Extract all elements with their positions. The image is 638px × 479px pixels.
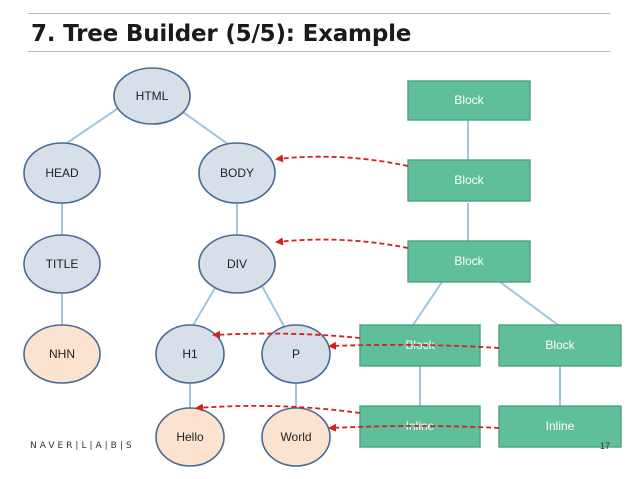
- dom-label-hello: Hello: [176, 430, 204, 444]
- render-block-p: [498, 324, 622, 367]
- dom-label-html: HTML: [136, 89, 169, 103]
- render-block-div: [407, 240, 531, 283]
- naver-labs-logo: NAVER|L|A|B|S: [30, 441, 135, 451]
- dom-node-p: [261, 324, 331, 384]
- dom-label-h1: H1: [182, 347, 198, 361]
- render-block-root: [407, 80, 531, 121]
- top-rule: [28, 13, 610, 14]
- render-label-div: Block: [454, 254, 484, 268]
- edge-div-p: [261, 285, 286, 329]
- edge-div-h1: [191, 287, 216, 328]
- dom-label-div: DIV: [227, 257, 247, 271]
- arrow-inline-to-world: [328, 423, 500, 432]
- dom-label-title: TITLE: [46, 257, 79, 271]
- render-edges: [412, 120, 561, 406]
- dom-node-h1: [155, 324, 225, 384]
- dom-label-world: World: [280, 430, 311, 444]
- render-inline-world: [498, 405, 622, 448]
- render-label-body: Block: [454, 173, 484, 187]
- render-label-p: Block: [545, 338, 575, 352]
- render-label-world: Inline: [546, 419, 575, 433]
- dom-node-hello: [155, 407, 225, 467]
- arrow-block-to-h1: [212, 330, 361, 339]
- dom-label-nhn: NHN: [49, 347, 75, 361]
- render-label-hello: Inline: [406, 419, 435, 433]
- dom-label-body: BODY: [220, 166, 254, 180]
- dom-node-world: [261, 407, 331, 467]
- slide-title: 7. Tree Builder (5/5): Example: [31, 21, 412, 47]
- render-label-root: Block: [454, 93, 484, 107]
- dom-label-head: HEAD: [45, 166, 79, 180]
- title-underline: [28, 51, 610, 52]
- edge-block-div-p: [499, 281, 559, 326]
- arrow-block-to-p: [328, 341, 500, 350]
- edge-block-div-h1: [412, 281, 443, 326]
- arrow-inline-to-hello: [195, 403, 361, 414]
- dom-edges: [61, 106, 297, 408]
- render-block-body: [407, 159, 531, 202]
- arrow-block-to-body: [275, 154, 409, 167]
- render-label-h1: Block: [405, 338, 435, 352]
- dom-node-head: [23, 142, 101, 204]
- render-inline-hello: [359, 405, 481, 448]
- dom-node-div: [198, 234, 276, 294]
- dom-node-nhn: [23, 324, 101, 384]
- edge-html-body: [179, 109, 233, 148]
- dom-node-body: [198, 142, 276, 204]
- dom-node-title: [23, 234, 101, 294]
- edge-html-head: [63, 106, 121, 146]
- dom-label-p: P: [292, 347, 300, 361]
- dom-node-html: [113, 67, 191, 125]
- page-number: 17: [599, 441, 610, 451]
- arrow-block-to-div: [275, 237, 409, 249]
